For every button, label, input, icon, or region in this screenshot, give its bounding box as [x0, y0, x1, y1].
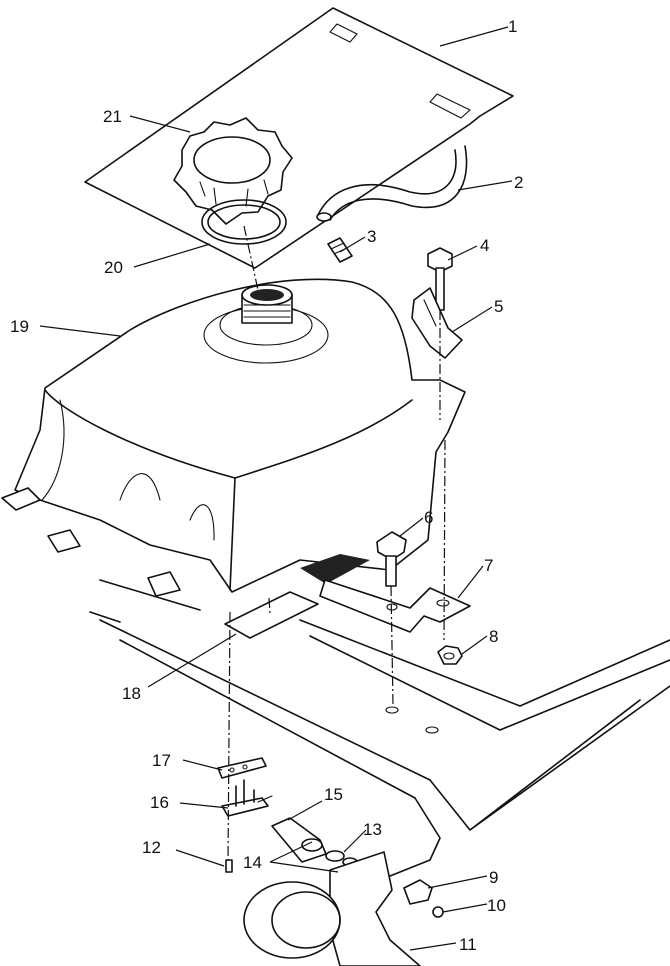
part-7-bracket [319, 579, 471, 633]
callout-8: 8 [489, 627, 498, 646]
callout-10: 10 [487, 896, 506, 915]
alignment-lines [227, 225, 446, 861]
callout-11: 11 [459, 935, 477, 954]
callout-18: 18 [122, 684, 141, 703]
callout-4: 4 [480, 236, 489, 255]
part-15-fitting [271, 817, 327, 863]
callout-16: 16 [150, 793, 169, 812]
callout-12: 12 [142, 838, 161, 857]
callout-9: 9 [489, 868, 498, 887]
callout-19: 19 [10, 317, 29, 336]
part-18-pad [224, 591, 319, 639]
part-17-clip [217, 757, 267, 779]
callout-21: 21 [103, 107, 122, 126]
callout-6: 6 [424, 508, 433, 527]
part-10-screw [432, 906, 444, 918]
part-16-valve [221, 779, 273, 817]
part-4-bolt [427, 247, 453, 311]
part-11-bracket [243, 851, 421, 966]
part-20-gasket [201, 199, 287, 245]
leader-lines [39, 26, 513, 951]
callout-20: 20 [104, 258, 123, 277]
callout-7: 7 [484, 556, 493, 575]
frame-rails [89, 579, 670, 885]
part-21-fuel-cap [173, 117, 293, 225]
part-8-nut [437, 645, 463, 665]
part-3-fitting [327, 237, 353, 263]
callout-13: 13 [363, 820, 382, 839]
part-6-bolt [376, 531, 407, 587]
part-19-fuel-tank [1, 278, 466, 597]
callout-labels: 1 2 3 4 5 6 7 8 9 10 11 12 13 14 15 16 1… [10, 17, 523, 954]
part-12-screw [225, 859, 233, 873]
callout-3: 3 [367, 227, 376, 246]
callout-14: 14 [243, 853, 262, 872]
callout-2: 2 [514, 173, 523, 192]
part-9-bushing [403, 879, 433, 905]
part-2-vent-hose [316, 145, 468, 222]
callout-15: 15 [324, 785, 343, 804]
part-5-bracket [411, 287, 463, 359]
part-1-heat-shield [84, 7, 514, 269]
callout-5: 5 [494, 297, 503, 316]
callout-1: 1 [508, 17, 517, 36]
callout-17: 17 [152, 751, 171, 770]
